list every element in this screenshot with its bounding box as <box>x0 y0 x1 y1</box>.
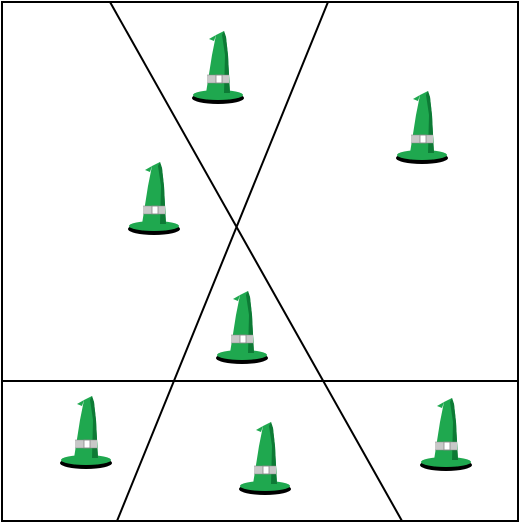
witch-hat-icon <box>192 31 244 104</box>
witch-hat-icon <box>239 422 291 495</box>
witch-hat-icon <box>60 396 112 469</box>
witch-hat-icon <box>216 291 268 364</box>
witch-hat-icon <box>128 162 180 235</box>
witch-hat-icon <box>420 398 472 471</box>
witch-hat-icon <box>396 91 448 164</box>
diagonal-line-left-to-right <box>110 2 402 521</box>
